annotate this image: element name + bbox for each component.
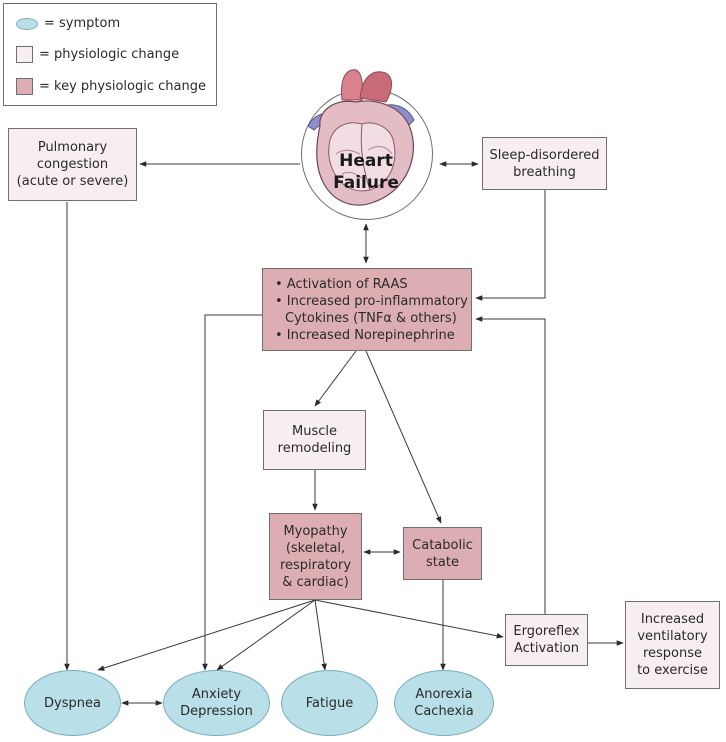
anxiety-depression-symptom: Anxiety Depression bbox=[163, 670, 270, 736]
increased-ventilatory-response-box: Increased ventilatory response to exerci… bbox=[625, 601, 720, 689]
heart-label-line1: Heart bbox=[339, 151, 393, 171]
muscle-remodeling-box: Muscle remodeling bbox=[263, 410, 366, 470]
legend-key-label: = key physiologic change bbox=[39, 79, 206, 94]
node-line: Myopathy bbox=[283, 523, 348, 539]
anorexia-cachexia-symptom: Anorexia Cachexia bbox=[394, 670, 494, 736]
node-line: to exercise bbox=[637, 663, 708, 678]
ergoreflex-activation-box: Ergoreflex Activation bbox=[505, 614, 588, 666]
pulmonary-congestion-box: Pulmonary congestion (acute or severe) bbox=[8, 128, 137, 201]
cytokines-line: • Increased pro-inflammatory bbox=[275, 293, 468, 309]
node-line: response bbox=[642, 646, 703, 661]
catabolic-state-box: Catabolic state bbox=[403, 527, 482, 580]
node-line: (acute or severe) bbox=[16, 174, 129, 189]
arrow-myopathy-to-fatigue bbox=[314, 599, 327, 671]
node-line: ventilatory bbox=[637, 629, 708, 644]
arrow-raas-to-catabolic bbox=[365, 350, 442, 524]
symptom-line: Cachexia bbox=[414, 704, 474, 719]
node-line: (skeletal, bbox=[285, 540, 346, 556]
key-swatch-icon bbox=[16, 78, 33, 95]
arrow-myopathy-to-dyspnea bbox=[97, 599, 316, 671]
heart-failure-label: Heart Failure bbox=[330, 150, 402, 194]
symptom-line: Anxiety bbox=[191, 687, 242, 702]
raas-line: • Activation of RAAS bbox=[275, 276, 408, 292]
node-line: Ergoreflex bbox=[513, 624, 580, 639]
node-line: Activation bbox=[513, 641, 580, 656]
node-line: Pulmonary bbox=[37, 140, 108, 155]
physiologic-swatch-icon bbox=[16, 46, 33, 63]
symptom-line: Depression bbox=[180, 704, 253, 719]
cytokines-detail-line: Cytokines (TNFα & others) bbox=[285, 310, 457, 326]
node-line: & cardiac) bbox=[282, 574, 349, 590]
symptom-swatch-icon bbox=[16, 17, 38, 30]
legend-physiologic-label: = physiologic change bbox=[39, 47, 180, 62]
node-line: Increased bbox=[640, 612, 705, 627]
arrow-raas-to-anxiety bbox=[202, 314, 262, 671]
symptom-line: Dyspnea bbox=[44, 695, 101, 711]
node-line: congestion bbox=[36, 157, 109, 172]
node-line: remodeling bbox=[277, 441, 352, 456]
symptom-line: Fatigue bbox=[305, 695, 354, 711]
sleep-disordered-breathing-box: Sleep-disordered breathing bbox=[482, 137, 607, 190]
dyspnea-symptom: Dyspnea bbox=[24, 670, 121, 736]
heart-icon bbox=[307, 69, 415, 206]
arrow-myopathy-to-anxiety bbox=[216, 599, 316, 671]
node-line: Catabolic bbox=[412, 537, 473, 553]
legend-row-symptom: = symptom bbox=[16, 16, 120, 31]
raas-cytokines-norepinephrine-box: • Activation of RAAS • Increased pro-inf… bbox=[262, 268, 472, 351]
myopathy-box: Myopathy (skeletal, respiratory & cardia… bbox=[269, 513, 362, 600]
legend-row-physiologic: = physiologic change bbox=[16, 46, 179, 63]
fatigue-symptom: Fatigue bbox=[281, 670, 378, 736]
arrow-ergoreflex-to-raas bbox=[475, 316, 546, 614]
node-line: Sleep-disordered bbox=[489, 147, 600, 163]
symptom-line: Anorexia bbox=[415, 687, 473, 702]
heart-label-line2: Failure bbox=[333, 173, 399, 193]
node-line: breathing bbox=[513, 164, 576, 180]
node-line: respiratory bbox=[279, 557, 352, 573]
arrow-raas-to-muscle bbox=[314, 350, 357, 407]
legend-symptom-label: = symptom bbox=[44, 16, 121, 31]
arrow-myopathy-to-ergoreflex bbox=[314, 599, 504, 639]
node-line: Muscle bbox=[292, 424, 337, 439]
legend-row-key: = key physiologic change bbox=[16, 78, 206, 95]
legend: = symptom = physiologic change = key phy… bbox=[3, 3, 217, 106]
arrow-sleep-to-raas bbox=[475, 190, 546, 301]
node-line: state bbox=[426, 554, 459, 570]
norepinephrine-line: • Increased Norepinephrine bbox=[275, 327, 455, 343]
